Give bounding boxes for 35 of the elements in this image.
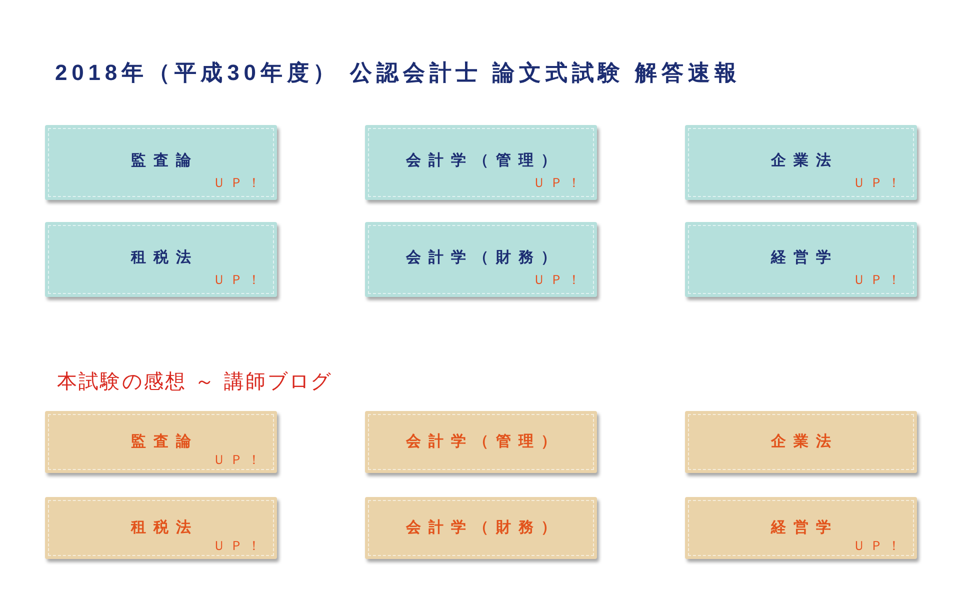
subject-label: 企業法 [770,151,840,171]
section-heading: 本試験の感想 ～ 講師ブログ [57,368,332,395]
update-tag: ＵＰ！ [852,270,905,289]
subject-card [685,222,917,297]
update-tag: ＵＰ！ [212,450,265,469]
update-tag: ＵＰ！ [212,172,265,192]
subject-label: 会計学（財務） [404,518,564,538]
update-tag: ＵＰ！ [212,536,265,555]
subject-label: 経営学 [770,518,840,538]
subject-card [45,125,277,200]
update-tag: ＵＰ！ [852,536,905,555]
subject-card [365,125,597,200]
subject-label: 租税法 [130,248,200,268]
subject-label: 監査論 [130,151,200,171]
subject-label: 会計学（管理） [404,432,564,452]
subject-card [685,497,917,559]
page-title: 2018年（平成30年度） 公認会計士 論文式試験 解答速報 [55,59,741,87]
update-tag: ＵＰ！ [532,172,585,192]
subject-card [685,125,917,200]
subject-card [45,497,277,559]
subject-card [45,411,277,473]
subject-label: 会計学（管理） [404,151,564,171]
subject-card [365,497,597,559]
subject-label: 租税法 [130,518,200,538]
subject-card [45,222,277,297]
subject-label: 監査論 [130,432,200,452]
subject-card [365,411,597,473]
update-tag: ＵＰ！ [852,172,905,192]
subject-card [365,222,597,297]
subject-label: 経営学 [770,248,840,268]
subject-label: 会計学（財務） [404,248,564,268]
update-tag: ＵＰ！ [532,270,585,289]
update-tag: ＵＰ！ [212,270,265,289]
subject-card [685,411,917,473]
subject-label: 企業法 [770,432,840,452]
